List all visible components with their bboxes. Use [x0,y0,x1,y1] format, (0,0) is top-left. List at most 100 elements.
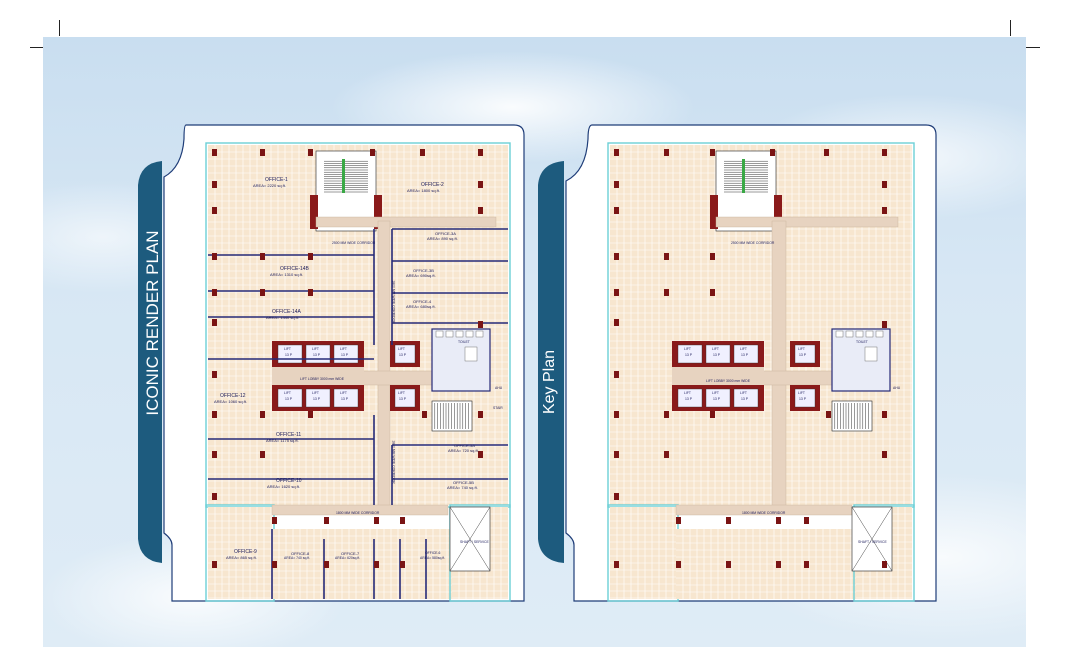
column [710,411,715,418]
office-9-name: OFFICE-9 [234,549,257,555]
office-14b-name: OFFICE-14B [280,266,309,272]
column [260,411,265,418]
office-5b-area: AREA= 740 sq.ft. [447,485,478,490]
stair [431,400,473,432]
office-7-area: AREA= 620sq.ft. [335,556,361,560]
column [478,149,483,156]
column [212,289,217,296]
column [776,561,781,568]
lift-label: LIFT [712,391,719,395]
upper-core-wall-right [374,195,382,229]
lift-lobby [672,367,764,385]
ahu-label: AHU [495,386,503,390]
key-corridor-bottom-label: 1800 MM WIDE CORRIDOR [742,511,786,515]
lift-label: LIFT [740,347,747,351]
stair-treads [834,403,869,429]
crop-mark-tr-h [1024,47,1040,48]
lift-car [677,344,703,364]
upper-core-wall-left [310,195,318,229]
column [478,207,483,214]
office-3b-area: AREA= 690sq.ft. [406,273,436,278]
iconic-render-plan-title: ICONIC RENDER PLAN [143,230,162,416]
lift-label: LIFT [712,347,719,351]
column [260,149,265,156]
lift-label: LIFT [284,347,291,351]
toilet-block [431,328,491,392]
column [212,181,217,188]
column [676,517,681,524]
column [212,149,217,156]
column [614,371,619,378]
column [374,561,379,568]
corridor [377,220,391,512]
wc-cubicle [464,346,478,362]
key-plan-title: Key Plan [541,349,558,415]
shaft-cross [851,506,893,572]
column [478,321,483,328]
service-lift-label: LIFT [798,391,805,395]
lift-capacity-label: 13 P [713,397,720,401]
lift-capacity-label: 13 P [341,397,348,401]
column [260,289,265,296]
office-5a-name: OFFICE-5A [454,443,475,448]
lift-car [394,344,416,364]
column [882,207,887,214]
key-ahu-label: AHU [893,386,901,390]
column [614,493,619,500]
office-6-name: OFFICE-6 [425,551,441,555]
lift-car [733,388,759,408]
stair-handrail [742,159,745,193]
column [324,561,329,568]
column [370,149,375,156]
lift-label: LIFT [284,391,291,395]
lift-label: LIFT [340,347,347,351]
office-12-name: OFFICE-12 [220,393,246,399]
column [478,411,483,418]
left-floor-plan [138,124,525,602]
column [478,181,483,188]
office-3a-area: AREA= 890 sq.ft. [427,236,458,241]
shaft-cross [449,506,491,572]
column [212,451,217,458]
column [614,149,619,156]
column [826,411,831,418]
office-4-name: OFFICE-4 [413,299,432,304]
office-2-name: OFFICE-2 [421,182,444,188]
column [614,253,619,260]
toilet-label: TOILET [458,340,470,344]
lift-capacity-label: 13 P [685,353,692,357]
key-corridor-top-label: 2500 MM WIDE CORRIDOR [731,241,775,245]
right-key-plan [538,124,937,602]
column [260,451,265,458]
lift-capacity-label: 13 P [285,397,292,401]
office-12-area: AREA= 1060 sq.ft. [214,399,248,404]
column [324,517,329,524]
column [374,517,379,524]
crop-mark-tl-v [59,20,60,36]
upper-stair-treads [324,160,368,193]
panel-tab [538,161,564,563]
office-7-name: OFFICE-7 [341,551,360,556]
lift-label: LIFT [684,347,691,351]
lift-capacity-label: 13 P [313,397,320,401]
column [804,561,809,568]
column [710,149,715,156]
office-11-name: OFFICE-11 [276,432,302,438]
toilet-block [831,328,891,392]
floor-grid [208,507,272,599]
wc-cubicle [865,330,874,338]
corridor-vertical-upper-label: 1800 MM WIDE CORRIDOR [391,280,396,324]
lift-capacity-label: 13 P [741,397,748,401]
office-14a-name: OFFICE-14A [272,309,301,315]
service-lift-label: LIFT [798,347,805,351]
column [664,149,669,156]
lift-car [394,388,416,408]
key-shaft-label: SHAFT / SERVICE [858,540,887,544]
wc-cubicle [455,330,464,338]
column [212,371,217,378]
column [676,561,681,568]
column [272,517,277,524]
column [882,411,887,418]
corridor [271,504,449,516]
upper-core-wall-right [774,195,782,229]
